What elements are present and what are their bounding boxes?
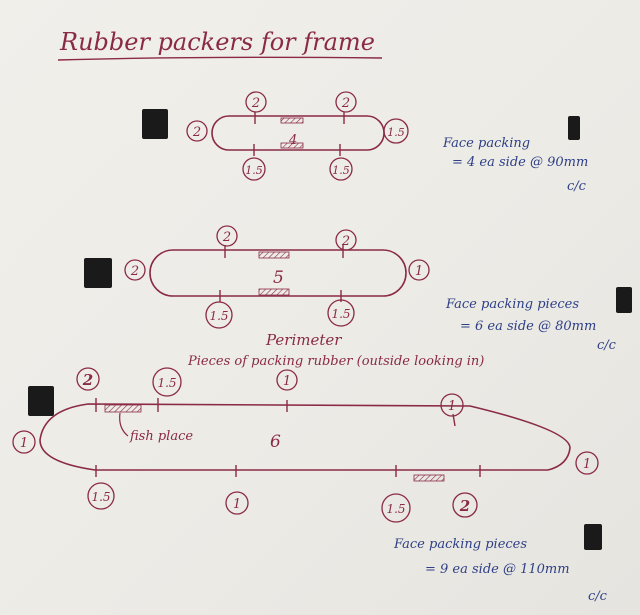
count-circle [452, 492, 478, 518]
note-3-line2: = 9 ea side @ 110mm [425, 562, 570, 577]
packer-mark [280, 117, 304, 124]
frame-6-number: 6 [270, 432, 281, 452]
count-label: 1 [233, 497, 241, 512]
rubber-sample [584, 524, 602, 550]
fish-plate-arrow [119, 412, 129, 437]
note-3: Face packing pieces = 9 ea side @ 110mm … [393, 524, 608, 604]
fish-plate-mark [104, 404, 142, 413]
count-label: 2 [341, 96, 350, 111]
note-1-line3: c/c [567, 179, 587, 194]
count-circle [242, 157, 266, 181]
count-label: 2 [251, 96, 260, 111]
count-circle [408, 259, 430, 281]
note-2: Face packing pieces = 6 ea side @ 80mm c… [445, 287, 632, 353]
count-label: 2 [130, 264, 139, 279]
packer-mark [258, 288, 290, 296]
packer-mark [258, 251, 290, 259]
title: Rubber packers for frame [59, 28, 375, 56]
count-circle [329, 157, 353, 181]
frame-5-diagram: 5 2 2 1.5 1.5 2 1 [84, 225, 430, 329]
count-label: 2 [341, 234, 350, 249]
note-1: Face packing = 4 ea side @ 90mm c/c [442, 116, 588, 194]
count-circle [12, 430, 36, 454]
count-circle [225, 491, 249, 515]
fish-plate-label: fish place [129, 429, 193, 444]
title-underline [57, 56, 383, 61]
rubber-sample [616, 287, 632, 313]
note-2-line1: Face packing pieces [445, 297, 579, 312]
note-1-line2: = 4 ea side @ 90mm [452, 155, 588, 170]
note-3-line1: Face packing pieces [393, 537, 527, 552]
count-circle [124, 259, 146, 281]
frame-6-outline [39, 403, 571, 471]
count-label: 1.5 [332, 164, 350, 177]
count-circle [76, 367, 100, 391]
count-label: 2 [222, 230, 231, 245]
count-label: 1 [20, 436, 28, 451]
count-circle [381, 493, 411, 523]
frame-4-diagram: 4 2 2 1.5 1.5 2 1.5 [142, 91, 409, 181]
frame-5-number: 5 [273, 268, 284, 288]
count-label: 2 [192, 125, 201, 140]
note-2-line2: = 6 ea side @ 80mm [460, 319, 596, 334]
rubber-sample [568, 116, 580, 140]
note-2-line3: c/c [597, 338, 617, 353]
rubber-sample [142, 109, 168, 139]
count-label: 1.5 [386, 502, 405, 516]
count-label: 1.5 [387, 126, 405, 139]
perimeter-heading: Perimeter [265, 331, 342, 349]
packer-mark [280, 142, 304, 149]
count-circle [335, 91, 357, 113]
count-circle [205, 301, 233, 329]
count-circle [383, 118, 409, 144]
note-1-line1: Face packing [442, 136, 530, 151]
count-circle [335, 229, 357, 251]
perimeter-subheading: Pieces of packing rubber (outside lookin… [187, 354, 484, 369]
count-label: 1 [283, 374, 291, 389]
count-circle [87, 482, 115, 510]
count-label: 1.5 [331, 307, 350, 321]
count-label: 2 [82, 371, 93, 389]
count-circle [152, 367, 182, 397]
count-label: 1.5 [157, 376, 176, 390]
count-label: 1 [583, 457, 591, 472]
frame-6-diagram: 6 fish place 2 1.5 1 1 1.5 1 1.5 2 1 [12, 367, 599, 523]
count-circle [216, 225, 238, 247]
count-circle [276, 369, 298, 391]
count-circle [245, 91, 267, 113]
count-label: 2 [459, 497, 470, 515]
rubber-sample [84, 258, 112, 288]
rubber-sample [28, 386, 54, 416]
frame-5-outline [149, 249, 407, 297]
count-label: 1 [415, 264, 423, 279]
count-label: 1.5 [245, 164, 263, 177]
note-3-line3: c/c [588, 589, 608, 604]
count-circle [575, 451, 599, 475]
packer-mark [413, 474, 445, 482]
count-circle [327, 299, 355, 327]
count-circle [440, 393, 464, 417]
count-circle [186, 120, 208, 142]
count-label: 1.5 [91, 490, 110, 504]
count-label: 1 [448, 399, 456, 414]
frame-4-number: 4 [288, 133, 297, 148]
count-label: 1.5 [209, 309, 228, 323]
